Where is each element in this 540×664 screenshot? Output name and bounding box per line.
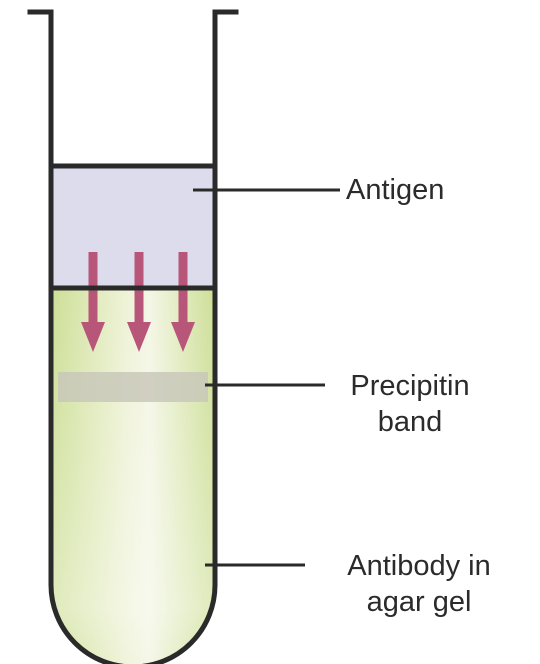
antibody-label-line2: agar gel	[312, 584, 526, 620]
precipitin-label-line2: band	[330, 404, 490, 440]
antigen-layer	[51, 166, 215, 288]
precipitin-label-line1: Precipitin	[330, 368, 490, 404]
precipitin-band-label: Precipitin band	[330, 368, 490, 440]
precipitin-band	[58, 372, 208, 402]
antigen-label-text: Antigen	[346, 174, 444, 206]
antibody-label: Antibody in agar gel	[312, 548, 526, 620]
antibody-label-line1: Antibody in	[312, 548, 526, 584]
antigen-label: Antigen	[346, 172, 444, 208]
